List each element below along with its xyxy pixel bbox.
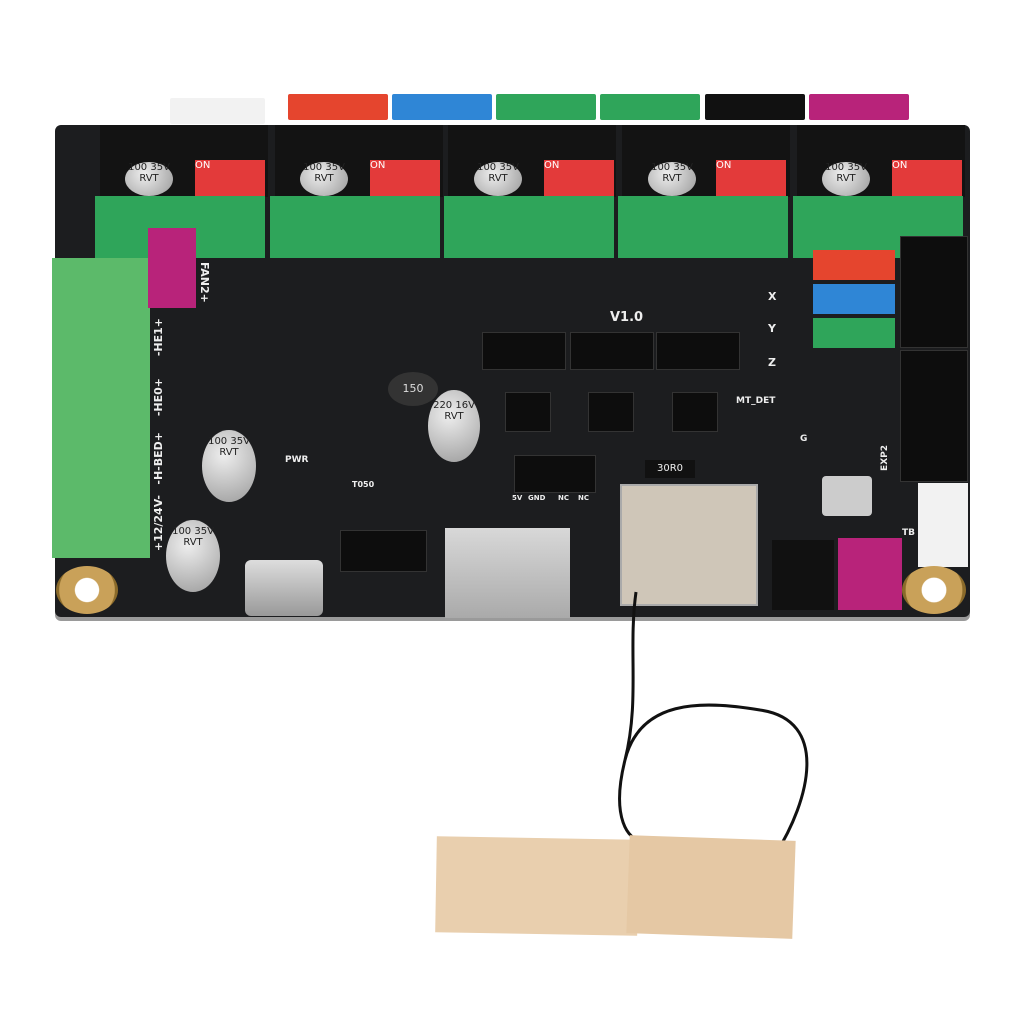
dip-switch[interactable]: ON (195, 160, 265, 196)
dip-switch[interactable]: ON (370, 160, 440, 196)
ic-chip (656, 332, 740, 370)
x-endstop-connector (813, 250, 895, 280)
header-pin-5v: 5V (512, 494, 523, 502)
exp1-header (900, 236, 968, 348)
capacitor-220uf: 220 16V RVT (428, 390, 480, 462)
fan-connector (148, 228, 196, 308)
x-label: X (768, 290, 777, 303)
dip-switch[interactable]: ON (716, 160, 786, 196)
dip-switch[interactable]: ON (892, 160, 962, 196)
ic-chip (340, 530, 427, 572)
usb-c-port[interactable] (245, 560, 323, 616)
z-endstop-connector (813, 318, 895, 348)
capacitor: 100 35V RVT (648, 162, 696, 196)
dip-switch[interactable]: ON (544, 160, 614, 196)
black-connector-bottom (772, 540, 834, 610)
wifi-module (620, 484, 758, 606)
y-label: Y (768, 322, 776, 335)
inductor: 150 (388, 372, 438, 406)
green-connector-2 (600, 94, 700, 120)
version-label: V1.0 (610, 310, 644, 325)
exp2-header (900, 350, 968, 482)
reset-button[interactable] (822, 476, 872, 516)
white-connector (170, 98, 265, 124)
capacitor: 100 35V RVT (474, 162, 522, 196)
pwr-label: PWR (285, 455, 309, 465)
header-pin-nc-2: NC (578, 494, 589, 502)
green-terminal (618, 196, 788, 258)
magenta-connector-bottom (838, 538, 902, 610)
capacitor: 100 35V RVT (822, 162, 870, 196)
green-connector (496, 94, 596, 120)
capacitor: 100 35V RVT (300, 162, 348, 196)
stepper-driver-chip (672, 392, 718, 432)
tb-label: TB (902, 528, 915, 538)
ic-chip (482, 332, 566, 370)
y-endstop-connector (813, 284, 895, 314)
blue-connector (392, 94, 492, 120)
fan-label: FAN2+ (198, 262, 211, 303)
antenna-pad-2 (626, 835, 796, 939)
resistor: 30R0 (645, 460, 695, 478)
capacitor-100uf: 100 35V RVT (202, 430, 256, 502)
z-label: Z (768, 356, 776, 369)
red-connector (288, 94, 388, 120)
mounting-hole (902, 566, 966, 614)
sd-card-slot[interactable] (445, 528, 570, 618)
antenna-pad (435, 836, 639, 936)
header-pin-nc: NC (558, 494, 569, 502)
g-label: G (800, 434, 808, 444)
mounting-hole (56, 566, 118, 614)
green-terminal (444, 196, 614, 258)
header-pin-gnd: GND (528, 494, 546, 502)
capacitor: 100 35V RVT (125, 162, 173, 196)
mt-det-label: MT_DET (736, 396, 776, 406)
power-terminal-block (52, 258, 150, 558)
white-connector-right (918, 483, 968, 567)
mosfet-label: T050 (352, 480, 375, 489)
green-terminal (270, 196, 440, 258)
magenta-connector (809, 94, 909, 120)
stepper-driver-chip (505, 392, 551, 432)
black-connector (705, 94, 805, 120)
capacitor-100uf-2: 100 35V RVT (166, 520, 220, 592)
pin-header (514, 455, 596, 493)
ic-chip (570, 332, 654, 370)
stepper-driver-chip (588, 392, 634, 432)
